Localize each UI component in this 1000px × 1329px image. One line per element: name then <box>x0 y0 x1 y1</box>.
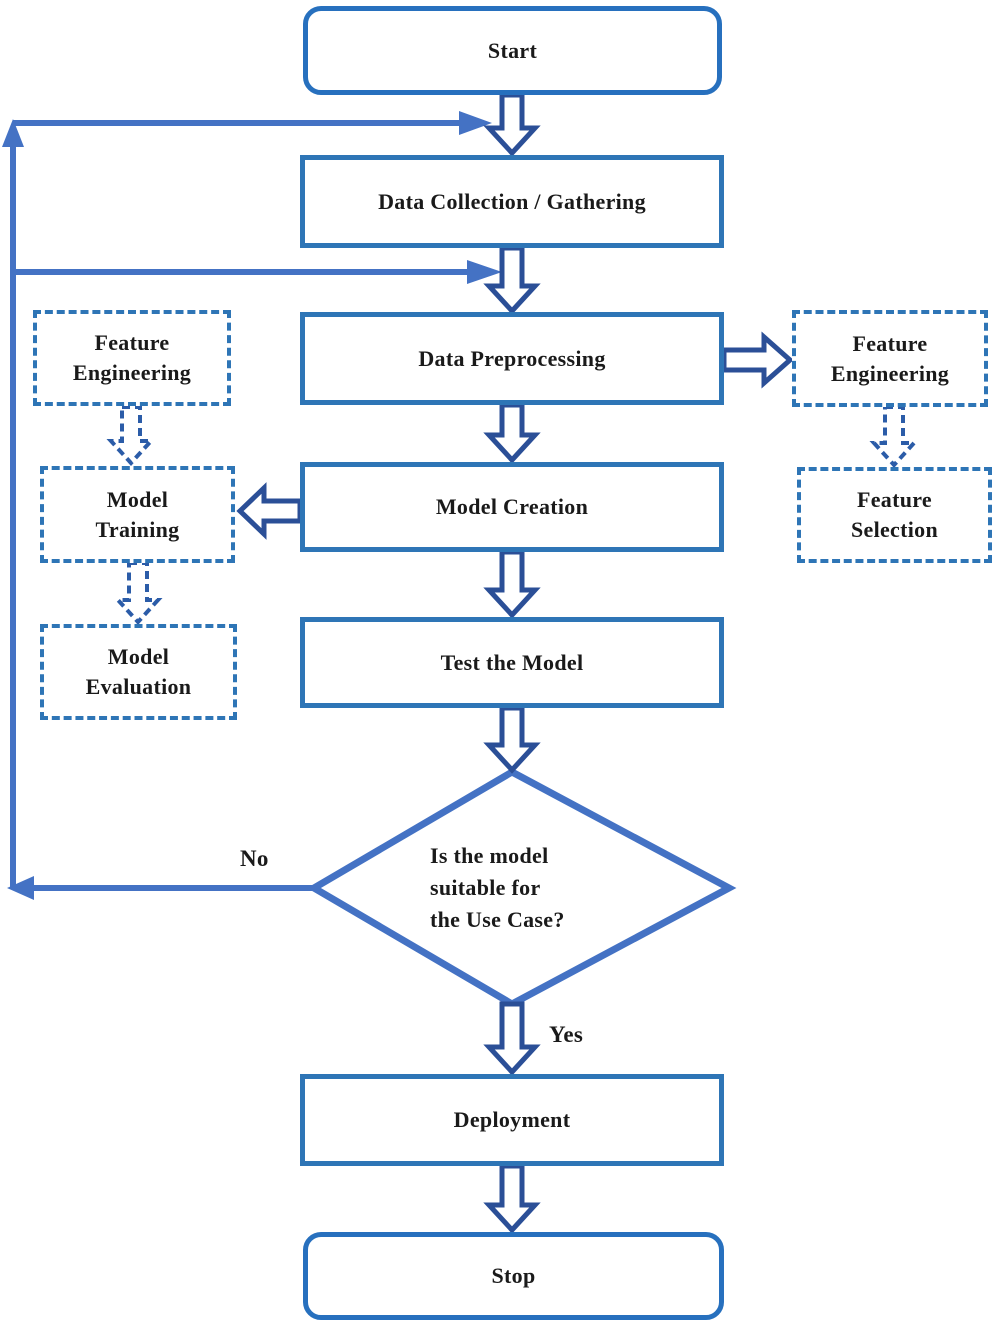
node-test-model-label: Test the Model <box>440 649 584 675</box>
arrow-creation-to-training-icon <box>236 482 303 540</box>
node-model-evaluation-label-line2: Evaluation <box>85 674 192 699</box>
node-model-evaluation: Model Evaluation <box>40 624 237 720</box>
arrow-creation-to-test-icon <box>483 549 541 619</box>
decision-label-line2: suitable for <box>430 875 541 900</box>
decision-label-line3: the Use Case? <box>430 907 565 932</box>
node-deployment: Deployment <box>300 1074 724 1166</box>
node-model-training: Model Training <box>40 466 235 563</box>
edge-label-no: No <box>240 846 269 871</box>
arrow-preprocessing-to-creation-icon <box>483 402 541 464</box>
node-feature-engineering-right-label-line1: Feature <box>852 330 928 356</box>
node-feature-selection-label-line2: Selection <box>850 517 938 542</box>
node-feature-engineering-left-label-line1: Feature <box>94 330 170 355</box>
no-loop-up-arrowhead-icon <box>2 119 24 147</box>
node-start-label: Start <box>487 37 538 63</box>
arrow-collection-to-preprocessing-icon <box>483 245 541 315</box>
arrow-start-to-collection-icon <box>483 92 541 157</box>
dashed-arrow-feature-eng-to-training-icon <box>106 405 156 466</box>
node-data-collection-label: Data Collection / Gathering <box>378 188 646 214</box>
node-model-creation-label: Model Creation <box>435 494 589 519</box>
loop-branch-to-preprocessing-arrowhead-icon <box>467 260 502 284</box>
node-model-training-label-line2: Training <box>95 516 180 542</box>
node-feature-selection-label-line1: Feature <box>856 487 932 512</box>
node-data-preprocessing-label: Data Preprocessing <box>418 345 606 371</box>
node-model-evaluation-label-line1: Model <box>107 644 170 669</box>
dashed-arrow-training-to-evaluation-icon <box>113 561 163 625</box>
node-decision-label: Is the model suitable for the Use Case? <box>430 840 640 936</box>
loop-branch-to-collection-arrowhead-icon <box>459 111 492 135</box>
node-feature-engineering-left-label-line2: Engineering <box>72 360 192 385</box>
node-feature-engineering-right-label-line2: Engineering <box>830 360 950 386</box>
node-stop: Stop <box>303 1232 724 1320</box>
node-model-creation: Model Creation <box>300 462 724 552</box>
node-model-training-label-line1: Model <box>106 486 169 512</box>
node-data-collection: Data Collection / Gathering <box>300 155 724 248</box>
dashed-arrow-feature-eng-to-selection-icon <box>869 405 919 468</box>
node-data-preprocessing: Data Preprocessing <box>300 312 724 405</box>
arrow-preprocessing-to-feature-engineering-icon <box>721 331 794 389</box>
arrow-deployment-to-stop-icon <box>483 1163 541 1234</box>
node-feature-selection: Feature Selection <box>797 467 992 563</box>
edge-label-yes: Yes <box>549 1022 584 1047</box>
no-loop-left-arrowhead-icon <box>7 876 34 900</box>
node-stop-label: Stop <box>491 1263 536 1288</box>
node-test-model: Test the Model <box>300 617 724 708</box>
node-deployment-label: Deployment <box>453 1107 571 1132</box>
node-start: Start <box>303 6 722 95</box>
arrow-test-to-decision-icon <box>483 705 541 774</box>
node-feature-engineering-left: Feature Engineering <box>33 310 231 406</box>
decision-label-line1: Is the model <box>430 843 549 868</box>
node-feature-engineering-right: Feature Engineering <box>792 310 988 407</box>
arrow-decision-to-deployment-icon <box>483 1001 541 1076</box>
